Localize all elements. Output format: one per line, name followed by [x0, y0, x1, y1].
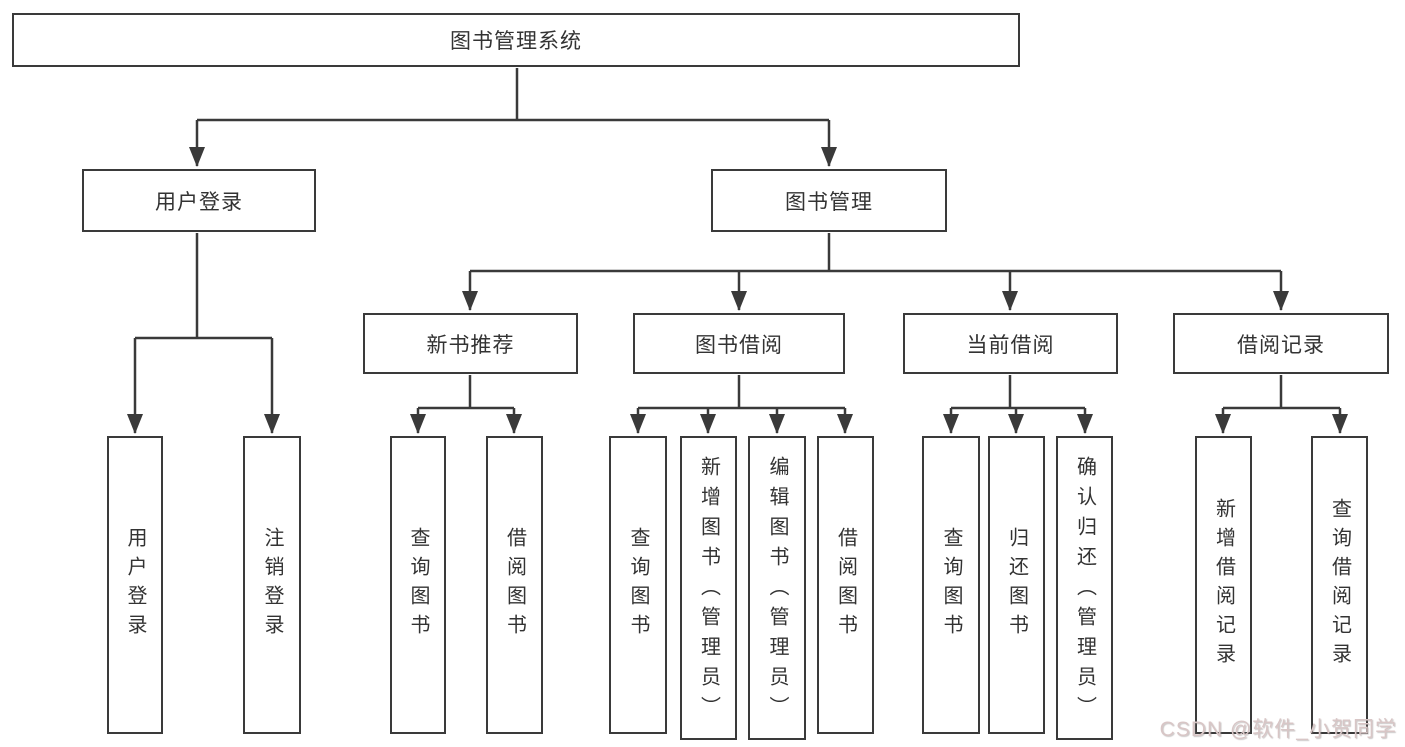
leaf-return-books: 归还图书 — [988, 436, 1045, 734]
node-borrowing-records: 借阅记录 — [1173, 313, 1389, 374]
leaf-query-books-recommend: 查询图书 — [390, 436, 446, 734]
leaf-borrow-books-recommend: 借阅图书 — [486, 436, 543, 734]
node-user-login: 用户登录 — [82, 169, 316, 232]
leaf-borrow-books: 借阅图书 — [817, 436, 874, 734]
leaf-edit-books-admin: 编辑图书（管理员） — [748, 436, 806, 740]
node-current-borrowing: 当前借阅 — [903, 313, 1118, 374]
leaf-logout: 注销登录 — [243, 436, 301, 734]
leaf-add-borrow-record: 新增借阅记录 — [1195, 436, 1252, 734]
leaf-query-books-borrowing: 查询图书 — [609, 436, 667, 734]
leaf-query-books-current: 查询图书 — [922, 436, 980, 734]
node-book-management: 图书管理 — [711, 169, 947, 232]
csdn-watermark: CSDN @软件_小贺同学 — [1159, 718, 1397, 741]
node-book-borrowing: 图书借阅 — [633, 313, 845, 374]
leaf-add-books-admin: 新增图书（管理员） — [680, 436, 737, 740]
node-new-book-recommendation: 新书推荐 — [363, 313, 578, 374]
leaf-user-login: 用户登录 — [107, 436, 163, 734]
node-library-management-system: 图书管理系统 — [12, 13, 1020, 67]
leaf-query-borrow-record: 查询借阅记录 — [1311, 436, 1368, 734]
leaf-confirm-return-admin: 确认归还（管理员） — [1056, 436, 1113, 740]
